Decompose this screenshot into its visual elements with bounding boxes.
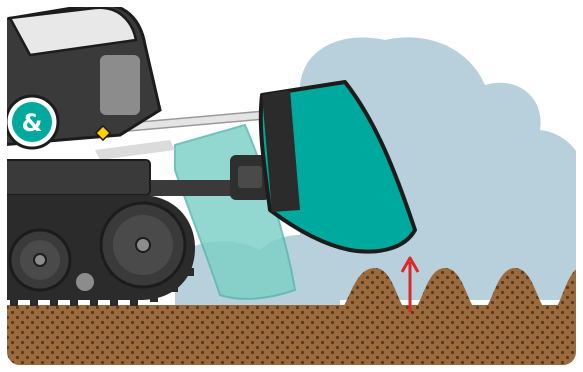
hitch-plate	[238, 166, 262, 188]
engine-bracket	[100, 55, 140, 115]
road-wheel	[76, 273, 94, 291]
ampersand-logo-icon: &	[22, 109, 43, 137]
idler-wheel	[10, 230, 70, 290]
machine-chassis	[0, 160, 150, 195]
ground-soil	[0, 305, 583, 372]
drive-wheel	[101, 203, 185, 287]
